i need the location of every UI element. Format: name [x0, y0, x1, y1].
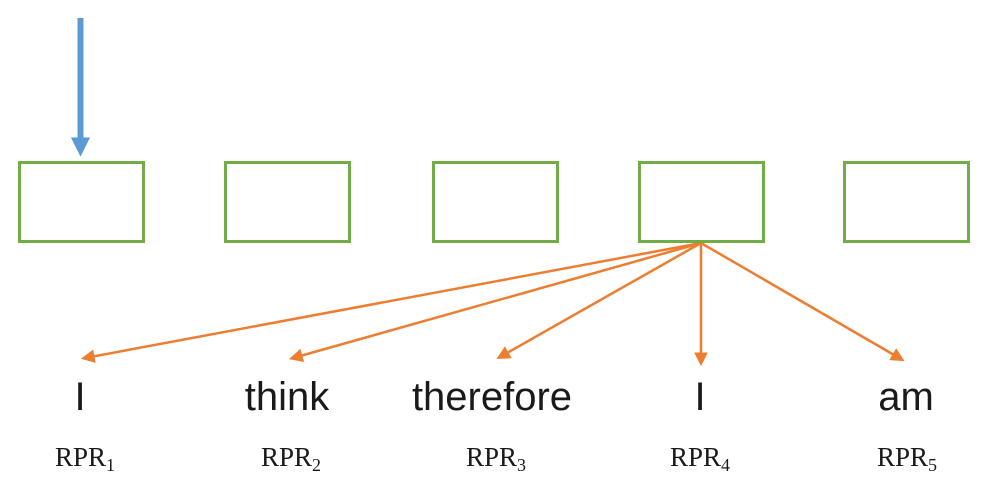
rpr-label-5: RPR5: [876, 442, 937, 475]
rpr-subscript: 3: [517, 455, 527, 475]
rpr-subscript: 4: [721, 455, 731, 475]
rpr-base: RPR: [54, 442, 107, 472]
rpr-base: RPR: [260, 442, 313, 472]
rpr-base: RPR: [876, 442, 929, 472]
token-box-5: [843, 161, 970, 243]
word-label-5: am: [878, 375, 934, 419]
word-label-3: therefore: [411, 375, 573, 419]
rpr-label-2: RPR2: [260, 442, 321, 475]
attention-fan: [80, 241, 905, 367]
arrow-fan-icon-1: [80, 241, 702, 363]
rpr-subscript: 5: [928, 455, 938, 475]
token-box-2: [224, 161, 351, 243]
rpr-label-1: RPR1: [54, 442, 115, 475]
rpr-subscript: 2: [312, 455, 322, 475]
rpr-subscript: 1: [106, 455, 116, 475]
arrow-fan-icon-3: [496, 241, 702, 360]
rpr-base: RPR: [465, 442, 518, 472]
word-label-4: I: [694, 375, 706, 419]
rpr-label-4: RPR4: [669, 442, 730, 475]
rpr-label-3: RPR3: [465, 442, 526, 475]
word-label-1: I: [74, 375, 86, 419]
token-box-4: [638, 161, 765, 243]
rpr-base: RPR: [669, 442, 722, 472]
token-box-3: [432, 161, 559, 243]
arrow-fan-icon-5: [700, 241, 905, 362]
word-label-2: think: [244, 375, 330, 419]
arrow-fan-icon-2: [289, 241, 702, 363]
token-box-1: [18, 161, 145, 243]
